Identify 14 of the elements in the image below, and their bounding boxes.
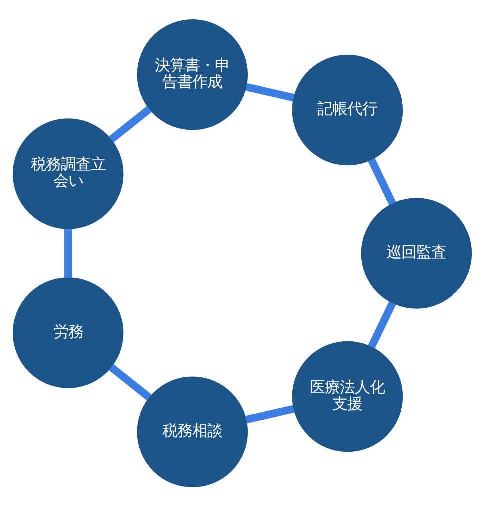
node-circle: 医療法人化支援 [292, 340, 404, 452]
node-circle: 労務 [12, 277, 124, 388]
node-circle: 税務調査立会い [12, 118, 124, 229]
connector [368, 301, 396, 348]
connector [246, 404, 295, 424]
node-circle: 記帳代行 [292, 54, 404, 166]
connector [246, 82, 295, 102]
node-circle: 巡回監査 [361, 198, 472, 308]
connector [109, 106, 152, 142]
connector [368, 158, 396, 206]
connector [64, 228, 72, 278]
node-circle: 決算書・申告書作成 [137, 18, 248, 130]
node-circle: 税務相談 [137, 376, 248, 488]
connector [109, 364, 152, 400]
